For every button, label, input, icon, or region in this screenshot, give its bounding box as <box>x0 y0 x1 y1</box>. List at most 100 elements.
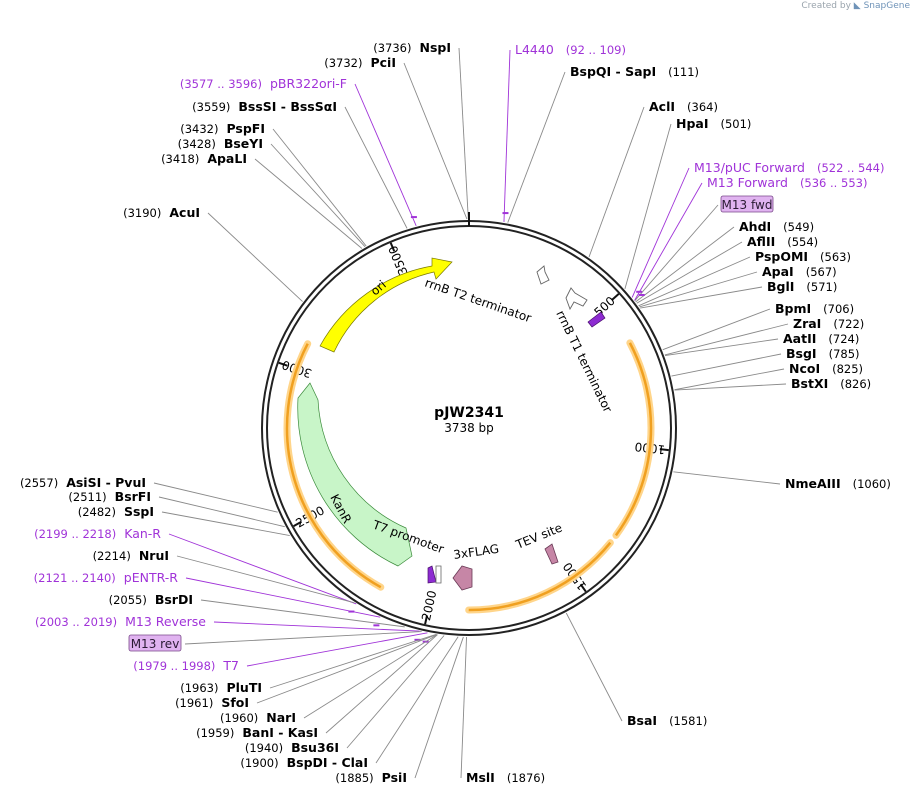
label-enzyme[interactable]: PspFI(3432) <box>180 121 265 136</box>
label-primer[interactable]: M13 Reverse(2003 .. 2019) <box>35 614 206 629</box>
label-primer[interactable]: L4440 (92 .. 109) <box>515 42 626 57</box>
label-enzyme[interactable]: AclI(364) <box>649 99 718 114</box>
label-name: NcoI <box>789 361 820 376</box>
label-enzyme[interactable]: PluTI(1963) <box>180 680 262 695</box>
label-enzyme[interactable]: BseYI(3428) <box>178 136 263 151</box>
label-name: Bsu36I <box>291 740 339 755</box>
label-name: BglI <box>767 279 794 294</box>
label-enzyme[interactable]: BpmI(706) <box>775 301 854 316</box>
leader-line <box>458 47 469 220</box>
feature-kanr[interactable] <box>297 382 413 567</box>
label-position: (3732) <box>324 56 362 70</box>
leader-line <box>303 634 438 719</box>
label-primer[interactable]: pBR322ori-F(3577 .. 3596) <box>180 76 347 91</box>
label-primer[interactable]: Kan-R(2199 .. 2218) <box>34 526 161 541</box>
label-enzyme[interactable]: BsgI(785) <box>786 346 860 361</box>
snapgene-logo-icon: ◣ <box>853 1 861 11</box>
feature-ori[interactable] <box>319 257 453 353</box>
label-enzyme[interactable]: BglI(571) <box>767 279 837 294</box>
leader-line <box>354 83 417 226</box>
leader-line <box>664 338 779 357</box>
label-enzyme[interactable]: BanI - KasI (1959) <box>196 725 318 740</box>
label-position: (3190) <box>123 206 161 220</box>
primer-box <box>720 195 774 213</box>
label-enzyme[interactable]: BsrFI(2511) <box>68 489 151 504</box>
label-enzyme[interactable]: PsiI (1885) <box>335 770 407 785</box>
label-enzyme[interactable]: NcoI(825) <box>789 361 863 376</box>
label-position: (3559) <box>192 100 230 114</box>
label-enzyme[interactable]: AcuI(3190) <box>123 205 200 220</box>
label-position: (92 .. 109) <box>566 43 626 57</box>
label-enzyme[interactable]: SspI(2482) <box>78 504 154 519</box>
orf-arc-3[interactable] <box>285 343 382 589</box>
label-name: PsiI <box>382 770 407 785</box>
feature-t7-promoter[interactable] <box>427 565 437 584</box>
label-primer[interactable]: M13/pUC Forward(522 .. 544) <box>694 160 884 175</box>
label-enzyme[interactable]: NspI(3736) <box>373 40 451 55</box>
label-position: (1959) <box>196 726 234 740</box>
plasmid-length: 3738 bp <box>444 421 494 435</box>
label-enzyme[interactable]: BsrDI(2055) <box>109 592 193 607</box>
label-enzyme[interactable]: BsaI(1581) <box>627 713 707 728</box>
label-enzyme[interactable]: ZraI(722) <box>793 316 864 331</box>
label-primer[interactable]: T7(1979 .. 1998) <box>133 658 239 673</box>
label-name: L4440 <box>515 42 554 57</box>
label-name: SfoI <box>221 695 249 710</box>
label-name: BanI - KasI <box>242 725 318 740</box>
label-position: (1885) <box>335 771 373 785</box>
label-enzyme[interactable]: BspQI - SapI(111) <box>570 64 699 79</box>
label-enzyme[interactable]: BspDI - ClaI(1900) <box>240 755 368 770</box>
orf-arc-2[interactable] <box>468 541 612 612</box>
label-name: SspI <box>124 504 154 519</box>
leader-line <box>664 323 789 356</box>
leader-line <box>256 634 437 704</box>
label-enzyme[interactable]: HpaI(501) <box>676 116 751 131</box>
orf-arc-1[interactable] <box>614 342 653 537</box>
label-enzyme[interactable]: BssSI - BssSαI(3559) <box>192 99 337 114</box>
tick-1500 <box>579 583 587 593</box>
label-primer[interactable]: pENTR-R(2121 .. 2140) <box>34 570 179 585</box>
leader-line <box>161 511 290 536</box>
label-enzyme[interactable]: AflII (554) <box>747 234 818 249</box>
feature-label-rrnb-t1: rrnB T1 terminator <box>553 308 615 415</box>
site-labels: NspI(3736)PciI(3732) pBR322ori-F(3577 .. … <box>20 40 891 785</box>
label-enzyme[interactable]: PspOMI(563) <box>755 249 851 264</box>
label-enzyme[interactable]: BstXI(826) <box>791 376 871 391</box>
label-enzyme[interactable]: Bsu36I(1940) <box>245 740 339 755</box>
label-position: (549) <box>783 220 814 234</box>
label-enzyme[interactable]: NmeAIII(1060) <box>785 476 891 491</box>
label-position: (785) <box>829 347 860 361</box>
label-enzyme[interactable]: NruI(2214) <box>93 548 169 563</box>
label-enzyme[interactable]: PciI(3732) <box>324 55 396 70</box>
label-boxed[interactable]: M13 fwd <box>720 195 774 213</box>
label-boxed[interactable]: M13 rev <box>128 634 182 652</box>
label-enzyme[interactable]: ApaLI(3418) <box>161 151 247 166</box>
label-position: (2003 .. 2019) <box>35 615 117 629</box>
feature-small-promoter[interactable] <box>587 311 606 328</box>
label-enzyme[interactable]: AsiSI - PvuI(2557) <box>20 475 146 490</box>
feature-rrnb-t2-terminator[interactable] <box>536 265 550 285</box>
label-name: PluTI <box>226 680 262 695</box>
label-name: ApaI <box>762 264 794 279</box>
label-primer[interactable]: M13 Forward(536 .. 553) <box>707 175 867 190</box>
feature-rrnb-t1-terminator[interactable] <box>565 287 588 311</box>
label-enzyme[interactable]: MslI(1876) <box>466 770 545 785</box>
label-enzyme[interactable]: ApaI(567) <box>762 264 837 279</box>
label-position: (1581) <box>669 714 707 728</box>
leader-line <box>184 631 422 645</box>
label-enzyme[interactable]: SfoI(1961) <box>175 695 249 710</box>
label-enzyme[interactable]: NarI (1960) <box>220 710 296 725</box>
label-position: (1960) <box>220 711 258 725</box>
label-enzyme[interactable]: AhdI(549) <box>739 219 814 234</box>
label-position: (1979 .. 1998) <box>133 659 215 673</box>
label-position: (554) <box>787 235 818 249</box>
label-position: (1060) <box>853 477 891 491</box>
feature-small-white[interactable] <box>435 565 442 584</box>
leader-line <box>673 471 781 485</box>
label-enzyme[interactable]: AatII(724) <box>783 331 859 346</box>
label-name: AflII <box>747 234 775 249</box>
feature-3xflag[interactable] <box>452 565 473 591</box>
label-name: NarI <box>266 710 296 725</box>
primer-box-label: M13 fwd <box>722 198 773 212</box>
feature-tev-site[interactable] <box>544 543 559 565</box>
